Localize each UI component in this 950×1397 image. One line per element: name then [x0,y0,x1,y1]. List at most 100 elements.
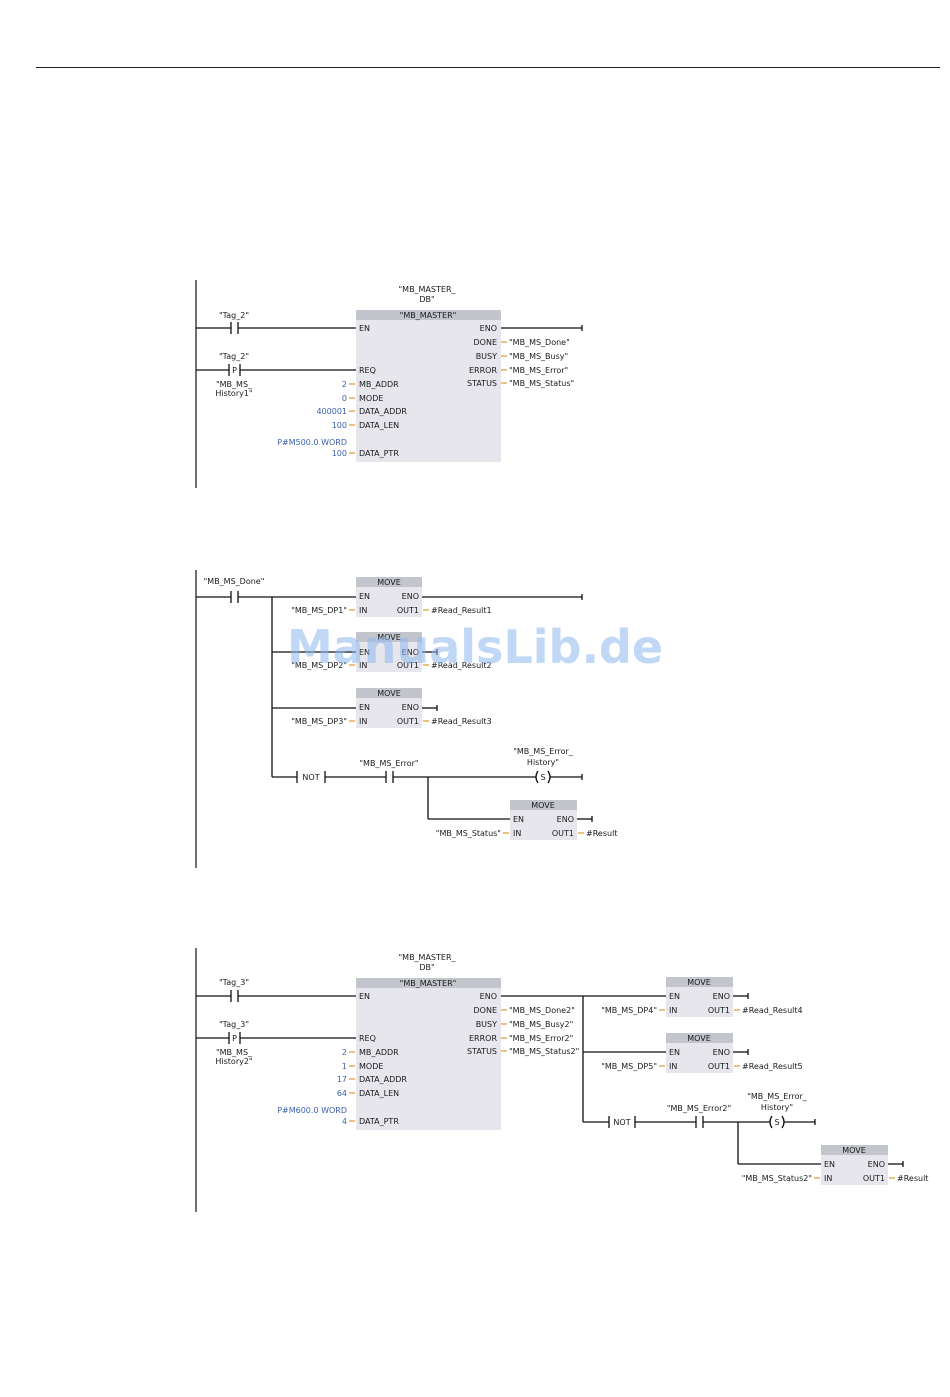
instance-db-label: DB" [419,963,434,972]
instance-db-label: DB" [419,295,434,304]
param-value[interactable]: 100 [332,449,347,458]
pin-label: DATA_PTR [359,1117,399,1126]
output-tag[interactable]: "MB_MS_Done2" [509,1006,575,1015]
pin-label: BUSY [476,352,497,361]
contact-tag-label: "Tag_2" [219,311,249,320]
pin-label: EN [359,992,370,1001]
move-out-tag[interactable]: #Read_Result4 [742,1006,803,1015]
contact-tag-label: "MB_MS_Error2" [667,1104,731,1113]
coil-tag-label: History" [761,1103,793,1112]
pin-label: OUT1 [552,829,574,838]
move-in-tag[interactable]: "MB_MS_Status2" [742,1174,812,1183]
pin-label: IN [359,717,367,726]
pin-label: ENO [480,992,497,1001]
output-tag[interactable]: "MB_MS_Status" [509,379,574,388]
pin-label: OUT1 [397,661,419,670]
move-out-tag[interactable]: #Result [586,829,617,838]
pin-label: DATA_LEN [359,1089,399,1098]
block-title: MOVE [377,578,401,587]
pin-label: MB_ADDR [359,1048,399,1057]
output-tag[interactable]: "MB_MS_Error" [509,366,568,375]
move-in-tag[interactable]: "MB_MS_DP3" [291,717,347,726]
pin-label: EN [359,648,370,657]
network-1: "Tag_2" "Tag_2" P "MB_MS_ History1" "MB_… [195,280,583,488]
block-title: MOVE [377,633,401,642]
block-title: "MB_MASTER" [400,979,457,988]
output-tag[interactable]: "MB_MS_Error2" [509,1034,573,1043]
pin-label: ENO [402,648,419,657]
network-2: "MB_MS_Done" MOVE EN ENO IN OUT1 "MB_MS_… [195,570,617,868]
set-coil[interactable] [769,1115,773,1129]
move-in-tag[interactable]: "MB_MS_Status" [436,829,501,838]
pin-label: ENO [868,1160,885,1169]
mb-master-block[interactable] [356,978,501,1130]
param-value[interactable]: 2 [342,380,347,389]
pin-label: ENO [557,815,574,824]
output-tag[interactable]: "MB_MS_Status2" [509,1047,579,1056]
move-in-tag[interactable]: "MB_MS_DP5" [601,1062,657,1071]
param-value[interactable]: P#M600.0 WORD [277,1106,347,1115]
pin-label: EN [359,324,370,333]
pin-label: MODE [359,1062,383,1071]
pin-label: DONE [474,338,498,347]
pin-label: IN [669,1062,677,1071]
header-rule [36,67,940,68]
param-value[interactable]: 64 [337,1089,347,1098]
pin-label: REQ [359,366,376,375]
edge-memory-label: History2" [215,1057,252,1066]
block-title: MOVE [531,801,555,810]
mb-master-block[interactable] [356,310,501,462]
contact-tag-label: "Tag_3" [219,1020,249,1029]
param-value[interactable]: 0 [342,394,347,403]
coil-tag-label: "MB_MS_Error_ [513,747,574,756]
pin-label: EN [669,992,680,1001]
coil-symbol: S [540,773,545,782]
move-out-tag[interactable]: #Result [897,1174,928,1183]
pin-label: REQ [359,1034,376,1043]
pin-label: MODE [359,394,383,403]
edge-memory-label: "MB_MS_ [216,380,253,389]
pin-label: EN [359,703,370,712]
pin-label: OUT1 [397,606,419,615]
pin-label: ENO [480,324,497,333]
move-in-tag[interactable]: "MB_MS_DP2" [291,661,347,670]
move-out-tag[interactable]: #Read_Result2 [431,661,492,670]
move-in-tag[interactable]: "MB_MS_DP1" [291,606,347,615]
pin-label: DATA_ADDR [359,1075,407,1084]
contact-tag-label: "MB_MS_Error" [359,759,418,768]
pin-label: DATA_LEN [359,421,399,430]
move-out-tag[interactable]: #Read_Result5 [742,1062,803,1071]
param-value[interactable]: 1 [342,1062,347,1071]
coil-tag-label: "MB_MS_Error_ [747,1092,808,1101]
pin-label: EN [513,815,524,824]
move-out-tag[interactable]: #Read_Result1 [431,606,492,615]
pin-label: IN [359,661,367,670]
param-value[interactable]: 2 [342,1048,347,1057]
output-tag[interactable]: "MB_MS_Busy2" [509,1020,573,1029]
param-value[interactable]: 4 [342,1117,347,1126]
param-value[interactable]: 100 [332,421,347,430]
param-value[interactable]: P#M500.0 WORD [277,438,347,447]
move-out-tag[interactable]: #Read_Result3 [431,717,492,726]
pin-label: DONE [474,1006,498,1015]
not-label: NOT [302,773,319,782]
pin-label: ENO [402,592,419,601]
output-tag[interactable]: "MB_MS_Busy" [509,352,568,361]
block-title: MOVE [687,978,711,987]
pin-label: IN [513,829,521,838]
output-tag[interactable]: "MB_MS_Done" [509,338,570,347]
pin-label: STATUS [467,1047,497,1056]
move-in-tag[interactable]: "MB_MS_DP4" [601,1006,657,1015]
pin-label: STATUS [467,379,497,388]
coil-tag-label: History" [527,758,559,767]
edge-memory-label: "MB_MS_ [216,1048,253,1057]
pin-label: BUSY [476,1020,497,1029]
not-label: NOT [613,1118,630,1127]
param-value[interactable]: 400001 [316,407,347,416]
contact-p-symbol: P [232,1034,237,1043]
coil-symbol: S [774,1118,779,1127]
param-value[interactable]: 17 [337,1075,347,1084]
pin-label: OUT1 [708,1062,730,1071]
set-coil[interactable] [535,770,539,784]
